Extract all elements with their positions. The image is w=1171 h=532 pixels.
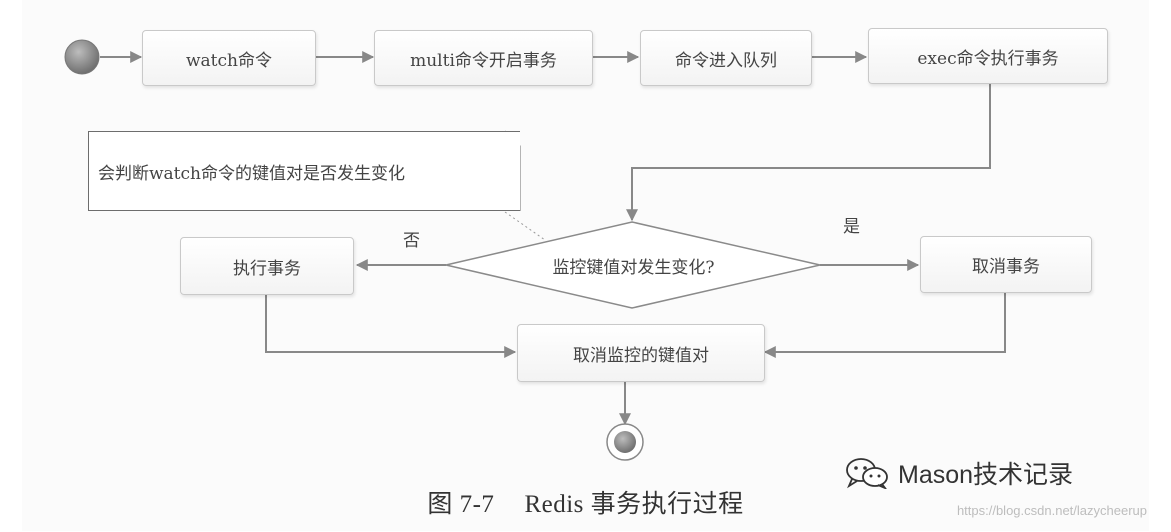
note-connector [504, 211, 546, 241]
end-node [606, 423, 644, 461]
branch-yes-label: 是 [843, 217, 860, 237]
arrow-exec-to-decision [626, 84, 991, 222]
arrow-execute-to-unwatch [265, 295, 517, 358]
unwatch-keys-box: 取消监控的键值对 [517, 324, 765, 382]
step-queue-box: 命令进入队列 [640, 30, 812, 86]
decision-diamond [445, 221, 821, 309]
start-node [64, 39, 100, 75]
cancel-transaction-box: 取消事务 [920, 236, 1092, 293]
figure-title: Redis 事务执行过程 [524, 491, 744, 518]
watermark-brand: Mason技术记录 [844, 456, 1073, 490]
step-exec-box: exec命令执行事务 [868, 28, 1108, 84]
arrow-cancel-to-unwatch [763, 293, 1006, 358]
step-watch-box: watch命令 [142, 30, 316, 86]
decision-label: 监控键值对发生变化? [552, 257, 715, 278]
wechat-icon [846, 458, 888, 489]
figure-caption: 图 7-7 Redis 事务执行过程 [0, 484, 1171, 520]
watermark-url: https://blog.csdn.net/lazycheerup [956, 503, 1147, 518]
step-multi-box: multi命令开启事务 [374, 30, 593, 86]
figure-number: 图 7-7 [427, 491, 495, 518]
watch-note: 会判断watch命令的键值对是否发生变化 [88, 131, 520, 211]
branch-no-label: 否 [403, 231, 420, 251]
execute-transaction-box: 执行事务 [180, 237, 354, 295]
watermark-brand-text: Mason技术记录 [898, 461, 1074, 489]
